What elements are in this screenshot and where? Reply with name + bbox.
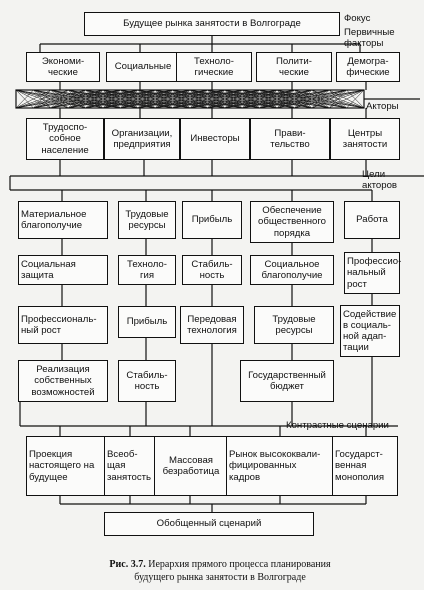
actors-label: Акторы — [366, 101, 399, 112]
scenario-box-full-employment: Всеоб- щая занятость — [104, 436, 156, 496]
connector-line-208 — [311, 89, 347, 109]
goal-box-work: Работа — [344, 201, 400, 239]
goal-box-professional-growth-centers: Профессио- нальный рост — [344, 252, 401, 294]
connector-line-198 — [294, 89, 312, 109]
goal-box-technology-org: Техноло- гия — [118, 255, 176, 285]
actor-box-employment-centers: Центры занятости — [330, 118, 400, 160]
goal-box-profit-investors: Прибыль — [182, 201, 242, 239]
goal-box-stability-org: Стабиль- ность — [118, 360, 176, 402]
goal-box-stability-investors: Стабиль- ность — [182, 255, 242, 285]
goal-box-material-wellbeing: Материальное благополучие — [18, 201, 108, 239]
connector-line-212 — [329, 89, 347, 109]
actor-box-government: Прави- тельство — [250, 118, 330, 160]
actor-box-organizations: Организации, предприятия — [104, 118, 180, 160]
figure-caption: Рис. 3.7. Иерархия прямого процесса план… — [40, 559, 400, 584]
goal-box-self-realization: Реализация собственных возможностей — [18, 360, 108, 402]
factor-box-political: Полити- ческие — [256, 52, 332, 82]
contrast-scenarios-label: Контрастные сценарии — [286, 420, 389, 431]
goal-box-advanced-technology: Передовая технология — [180, 306, 244, 344]
scenario-box-qualified-labor-market: Рынок высококвали- фицированных кадров — [226, 436, 334, 496]
goal-box-social-protection: Социальная защита — [18, 255, 108, 285]
focus-label: Фокус — [344, 13, 371, 24]
connector-line-216 — [346, 89, 365, 109]
factor-box-social: Социальные — [106, 52, 180, 82]
factor-box-economic: Экономи- ческие — [26, 52, 100, 82]
goal-box-profit-org: Прибыль — [118, 306, 176, 338]
caption-text: Иерархия прямого процесса планирования б… — [134, 559, 331, 583]
caption-prefix: Рис. 3.7. — [109, 559, 146, 570]
goal-box-labor-resources-gov: Трудовые ресурсы — [254, 306, 334, 344]
focus-box: Будущее рынка занятости в Волгограде — [84, 12, 340, 36]
scenario-box-mass-unemployment: Массовая безработица — [154, 436, 228, 496]
goal-box-social-adaptation: Содействие в социаль- ной адап- тации — [340, 305, 400, 357]
factor-box-technological: Техноло- гические — [176, 52, 252, 82]
summary-scenario-box: Обобщенный сценарий — [104, 512, 314, 536]
actor-box-investors: Инвесторы — [180, 118, 250, 160]
goal-box-professional-growth: Профессиональ- ный рост — [18, 306, 108, 344]
scenario-box-state-monopoly: Государст- венная монополия — [332, 436, 398, 496]
goal-box-labor-resources-org: Трудовые ресурсы — [118, 201, 176, 239]
goal-box-social-wellbeing: Социальное благополучие — [250, 255, 334, 285]
actor-goals-label: Цели акторов — [362, 169, 398, 192]
goal-box-public-order: Обеспечение общественного порядка — [250, 201, 334, 243]
goal-box-state-budget: Государственный бюджет — [240, 360, 334, 402]
actor-box-population: Трудоспо- собное население — [26, 118, 104, 160]
factor-box-demographic: Демогра- фические — [336, 52, 400, 82]
connector-line-206 — [311, 89, 330, 109]
primary-factors-label: Первичные факторы — [344, 27, 395, 50]
connector-line-214 — [329, 89, 365, 109]
scenario-box-projection: Проекция настоящего на будущее — [26, 436, 106, 496]
connector-line-200 — [294, 89, 330, 109]
